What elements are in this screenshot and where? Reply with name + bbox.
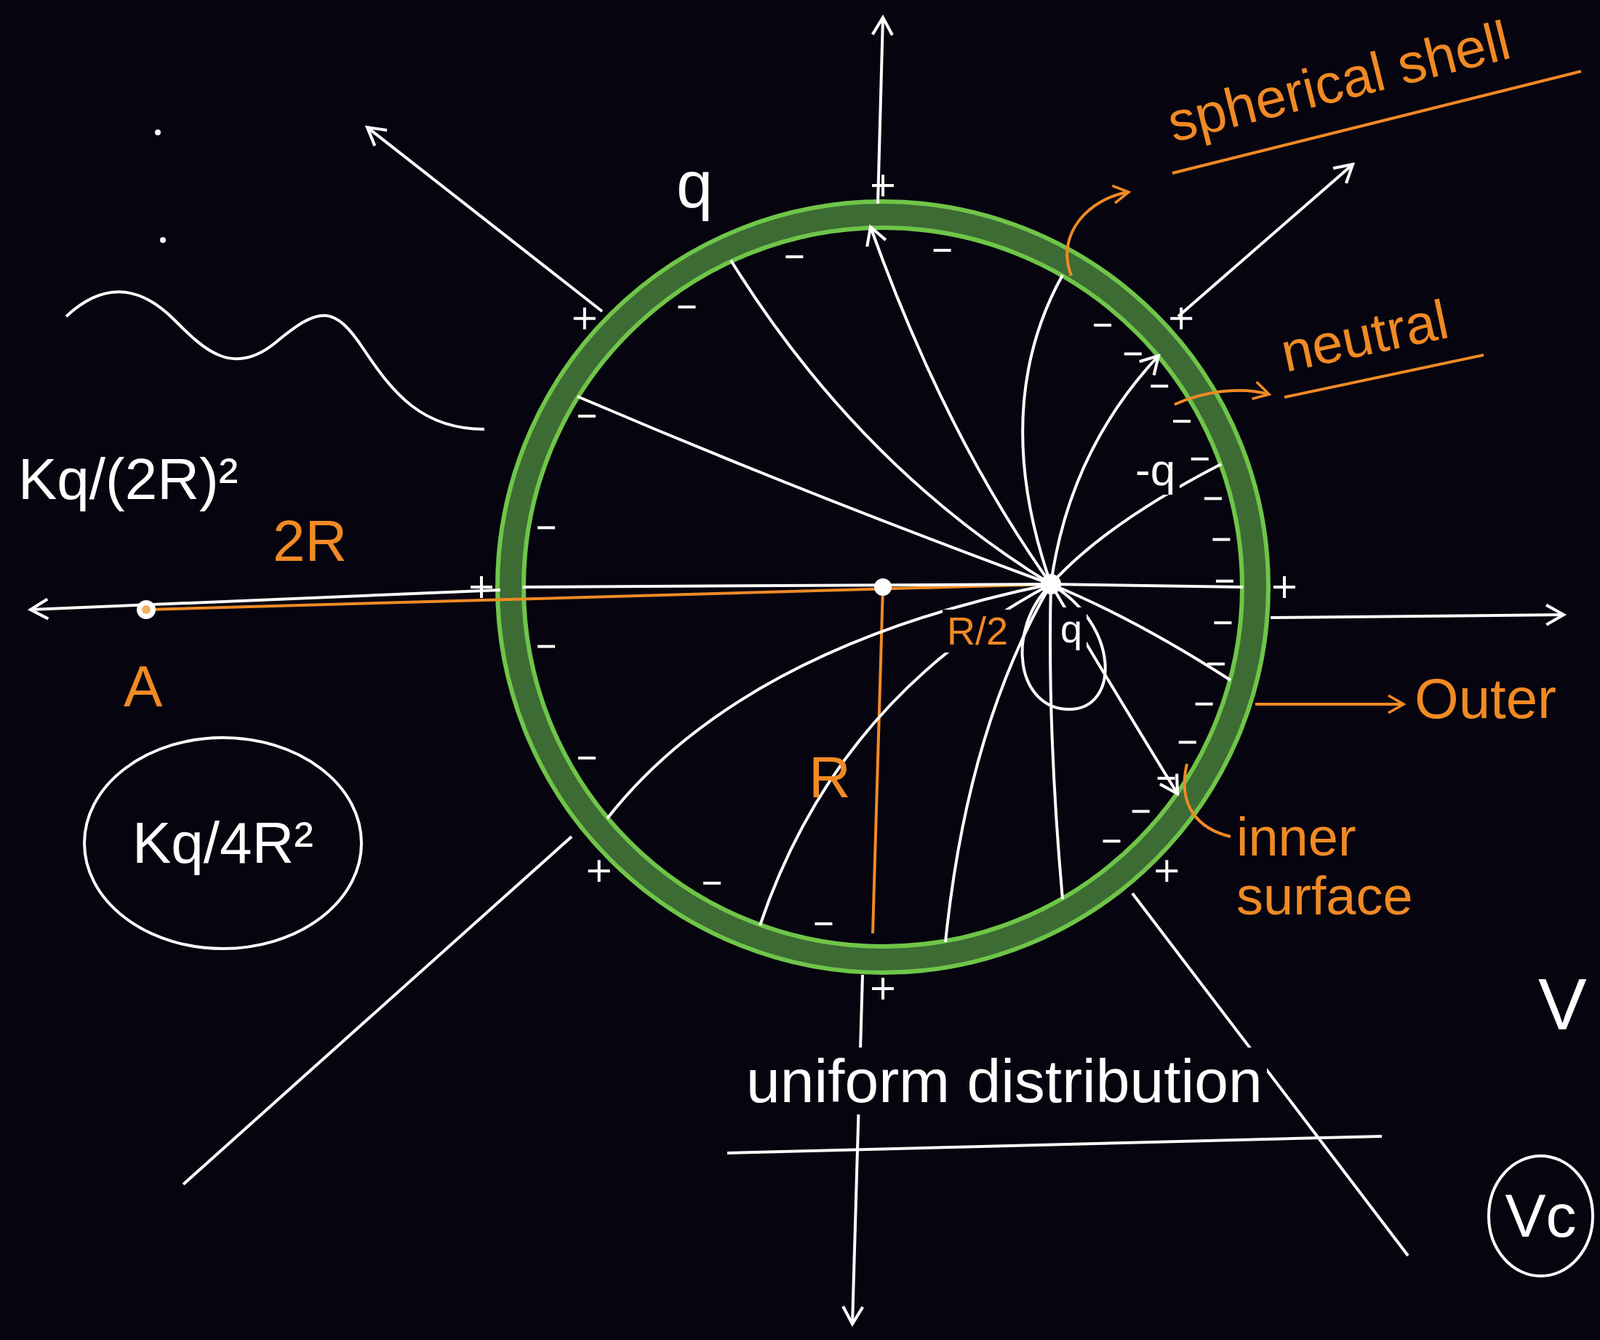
minus-sign	[578, 414, 596, 418]
field-line	[1050, 584, 1231, 680]
minus-sign	[1212, 538, 1230, 542]
squiggle	[66, 291, 485, 430]
field-line	[183, 836, 572, 1184]
minus-sign	[1102, 839, 1120, 843]
centre-point	[874, 578, 892, 596]
plus-sign	[588, 859, 611, 882]
plus-sign	[1170, 307, 1192, 330]
circle-outline-shape	[1488, 1155, 1593, 1276]
circled-result: Vc	[1485, 1152, 1596, 1279]
minus-sign	[578, 756, 596, 760]
field-line	[577, 396, 1051, 584]
physics-label: A	[123, 654, 163, 719]
charge-signs	[470, 174, 1296, 1000]
field-loop	[1021, 584, 1105, 710]
leaders	[1066, 71, 1582, 837]
physics-label: R	[808, 745, 851, 810]
field-line	[1178, 164, 1353, 317]
minus-sign	[1204, 496, 1222, 500]
leader-line	[1184, 763, 1231, 837]
circle-outline-shape	[84, 737, 362, 949]
field-line	[367, 127, 603, 312]
point-charge	[1040, 573, 1062, 595]
field-line	[1050, 584, 1243, 587]
inner-surface	[523, 227, 1243, 947]
minus-sign	[677, 305, 696, 309]
plus-sign	[1155, 859, 1178, 882]
plus-sign	[573, 307, 596, 330]
result-text: Vc	[1504, 1181, 1576, 1249]
minus-sign	[1213, 621, 1232, 624]
minus-sign	[1216, 579, 1234, 583]
plus-sign	[1273, 576, 1296, 598]
minus-sign	[1173, 419, 1191, 423]
physics-label: q	[676, 149, 713, 222]
radius-line	[872, 586, 883, 934]
leader-line	[1174, 390, 1270, 405]
minus-sign	[1178, 740, 1197, 744]
underline	[727, 1136, 1382, 1153]
physics-label: 2R	[272, 509, 347, 574]
minus-sign	[785, 255, 803, 259]
minus-sign	[1157, 776, 1176, 780]
inner-field-lines	[522, 226, 1243, 942]
minus-sign	[1191, 457, 1209, 461]
minus-sign	[1132, 809, 1150, 813]
physics-label: neutral	[1275, 288, 1454, 384]
physics-label: V	[1538, 963, 1587, 1044]
physics-label: -q	[1130, 445, 1180, 495]
physics-label: R/2	[942, 609, 1013, 653]
field-line	[30, 589, 501, 610]
leader-line	[1255, 702, 1404, 706]
field-line	[1270, 614, 1564, 618]
outer-surface	[497, 201, 1269, 973]
minus-sign	[933, 248, 952, 252]
field-line	[1022, 274, 1063, 584]
result-text: Kq/4R²	[132, 810, 314, 875]
minus-sign	[1207, 662, 1225, 666]
physics-label: inner surface	[1236, 807, 1477, 926]
shell-body	[510, 214, 1256, 960]
physics-label: uniform distribution	[741, 1047, 1267, 1115]
field-line	[1050, 584, 1178, 794]
field-line	[730, 260, 1051, 584]
minus-sign	[537, 525, 555, 529]
dot	[154, 129, 161, 136]
physics-label: Kq/(2R)²	[18, 447, 238, 512]
physics-label: Outer	[1414, 667, 1557, 731]
distance-line	[146, 584, 1051, 610]
minus-sign	[814, 922, 832, 926]
plus-sign	[470, 576, 493, 598]
minus-sign	[1124, 352, 1142, 355]
leader-line	[1066, 192, 1129, 276]
dot	[160, 237, 166, 243]
circled-result: Kq/4R²	[81, 734, 365, 952]
field-line	[522, 584, 1051, 587]
outer-field-lines	[30, 17, 1564, 1324]
field-line	[607, 584, 1051, 819]
physics-label: q	[1056, 607, 1087, 651]
point-a-core	[141, 605, 151, 614]
field-line	[760, 584, 1051, 926]
minus-sign	[703, 881, 721, 885]
plus-sign	[872, 977, 894, 1000]
minus-sign	[1195, 702, 1214, 706]
minus-sign	[1093, 323, 1112, 327]
minus-sign	[1150, 384, 1168, 388]
minus-sign	[537, 645, 555, 648]
point-a	[136, 600, 156, 619]
plus-sign	[872, 174, 894, 197]
